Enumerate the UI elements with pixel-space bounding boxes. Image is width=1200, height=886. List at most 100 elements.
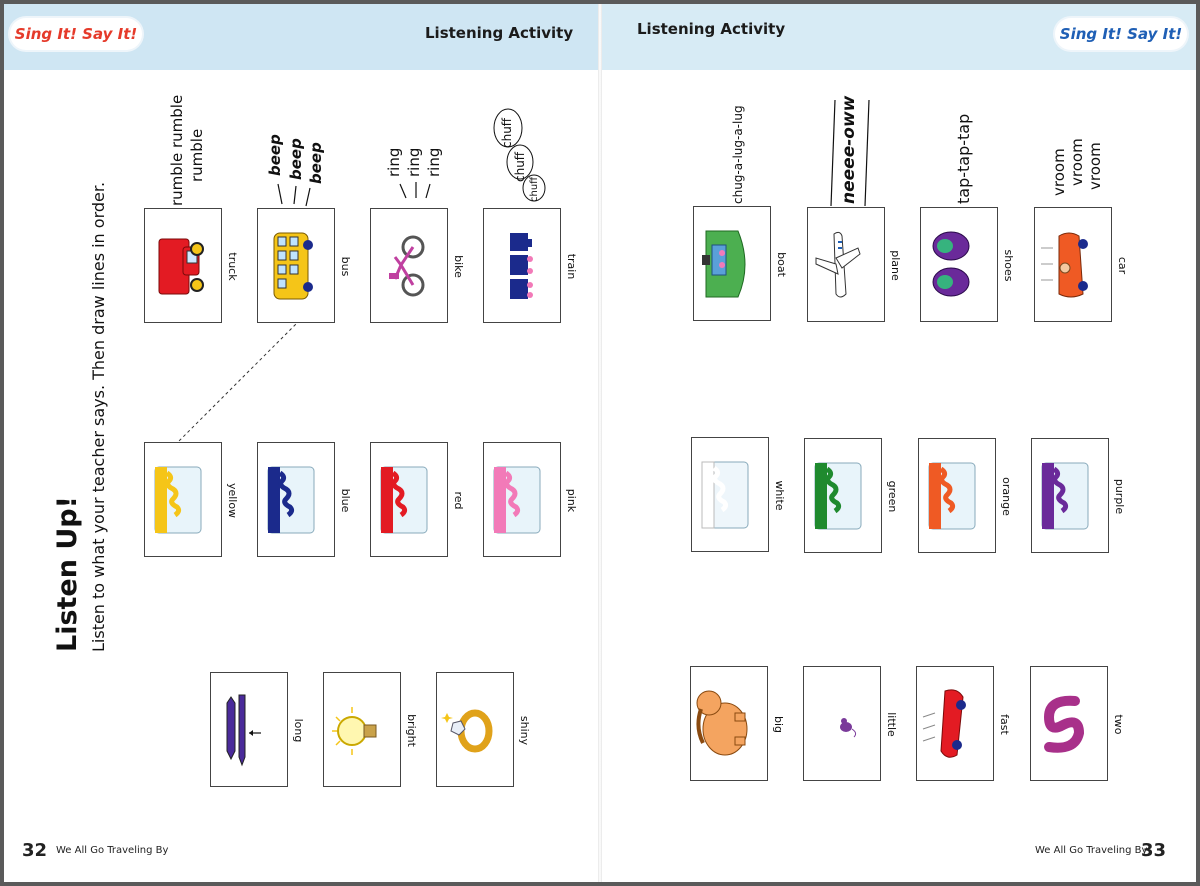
book-title-right: We All Go Traveling By (1035, 845, 1148, 856)
sound-train-3: chuff (529, 176, 540, 202)
page-number-left: 32 (22, 840, 48, 861)
card-label: truck (226, 252, 239, 281)
card-label: long (292, 718, 305, 743)
instructions-text: Listen to what your teacher says. Then d… (89, 181, 108, 652)
instructions-title: Listen Up! (52, 496, 83, 652)
card-red[interactable]: red (370, 442, 465, 557)
card-bus[interactable]: bus (257, 208, 352, 323)
big-elephant-icon (696, 690, 748, 756)
card-orange[interactable]: orange (918, 438, 1013, 553)
card-label: two (1112, 714, 1125, 735)
orange-paint-jar-icon (928, 462, 976, 530)
card-shiny[interactable]: shiny (436, 672, 531, 787)
white-paint-jar-icon (701, 461, 749, 529)
page-gutter (598, 4, 602, 882)
card-boat[interactable]: boat (693, 206, 788, 321)
card-plane[interactable]: plane (807, 207, 902, 322)
sound-bike-1: ring (385, 147, 403, 177)
card-green[interactable]: green (804, 438, 899, 553)
card-label: green (886, 480, 899, 513)
sound-shoes: tap-tap-tap (954, 113, 973, 204)
sound-car-2: vroom (1068, 138, 1086, 186)
number-two-icon (1043, 695, 1085, 753)
shiny-ring-icon (441, 709, 493, 753)
card-label: shoes (1002, 249, 1015, 282)
sound-bus-3: beep (307, 142, 325, 184)
card-bike[interactable]: bike (370, 208, 465, 323)
bright-lightbulb-icon (332, 707, 377, 755)
yellow-bus-icon (273, 232, 313, 300)
sound-truck-2: rumble (188, 128, 206, 182)
card-label: white (773, 480, 786, 511)
purple-paint-jar-icon (1041, 462, 1089, 530)
red-paint-jar-icon (380, 466, 428, 534)
yellow-paint-jar-icon (154, 466, 202, 534)
card-little[interactable]: little (803, 666, 898, 781)
blue-train-icon (510, 233, 533, 299)
sound-car-1: vroom (1050, 148, 1068, 196)
red-truck-icon (158, 238, 204, 295)
card-label: orange (1000, 477, 1013, 516)
card-pink[interactable]: pink (483, 442, 578, 557)
sound-bus-1: beep (266, 134, 284, 176)
sing-it-say-it-logo-left: Sing It! Say It! (10, 18, 142, 50)
card-purple[interactable]: purple (1031, 438, 1126, 553)
card-fast[interactable]: fast (916, 666, 1011, 781)
long-pencil-icon (226, 694, 261, 767)
book-title-left: We All Go Traveling By (56, 845, 169, 856)
card-train[interactable]: train (483, 208, 578, 323)
instructions: Listen Up! Listen to what your teacher s… (52, 52, 122, 652)
card-label: fast (998, 714, 1011, 735)
card-label: bike (452, 255, 465, 278)
page-title-right: Listening Activity (637, 20, 786, 38)
sound-truck-1: rumble rumble (168, 94, 186, 206)
train-chuff-clouds (493, 108, 546, 202)
card-label: purple (1113, 478, 1126, 515)
card-label: little (885, 712, 898, 737)
sound-bike-3: ring (425, 147, 443, 177)
card-label: car (1116, 256, 1129, 275)
fast-car-icon (922, 689, 966, 758)
plane-sound-marks (830, 99, 870, 207)
card-label: plane (889, 250, 902, 281)
card-label: big (772, 715, 785, 734)
card-label: yellow (226, 482, 239, 519)
white-plane-icon (815, 231, 861, 298)
card-white[interactable]: white (691, 437, 786, 552)
card-label: train (565, 253, 578, 280)
card-truck[interactable]: truck (144, 208, 239, 323)
card-car[interactable]: car (1034, 207, 1129, 322)
workbook-spread: Sing It! Say It! Sing It! Say It! Listen… (4, 4, 1196, 882)
card-two[interactable]: two (1030, 666, 1125, 781)
card-long[interactable]: long (210, 672, 305, 787)
card-label: pink (565, 488, 578, 513)
card-blue[interactable]: blue (257, 442, 352, 557)
pink-paint-jar-icon (493, 466, 541, 534)
card-label: red (452, 491, 465, 510)
card-bright[interactable]: bright (323, 672, 418, 787)
little-mouse-icon (840, 718, 857, 738)
bus-sound-marks (277, 183, 311, 207)
sound-bike-2: ring (405, 147, 423, 177)
sing-it-say-it-logo-right: Sing It! Say It! (1055, 18, 1187, 50)
sound-car-3: vroom (1086, 142, 1104, 190)
logo-text: Sing It! Say It! (14, 25, 138, 43)
page-number-right: 33 (1141, 840, 1167, 861)
orange-car-icon (1041, 232, 1088, 298)
sound-boat: chug-a-lug-a-lug (731, 105, 745, 204)
logo-text: Sing It! Say It! (1059, 25, 1183, 43)
sound-bus-2: beep (287, 138, 305, 180)
card-label: bus (339, 256, 352, 277)
green-boat-icon (702, 230, 746, 298)
pink-bike-icon (389, 235, 425, 297)
card-label: shiny (518, 715, 531, 746)
card-shoes[interactable]: shoes (920, 207, 1015, 322)
card-label: bright (405, 714, 418, 747)
purple-shoes-icon (932, 231, 970, 297)
card-label: blue (339, 488, 352, 513)
card-big[interactable]: big (690, 666, 785, 781)
page-title-left: Listening Activity (425, 24, 574, 42)
green-paint-jar-icon (814, 462, 862, 530)
card-yellow[interactable]: yellow (144, 442, 239, 557)
blue-paint-jar-icon (267, 466, 315, 534)
